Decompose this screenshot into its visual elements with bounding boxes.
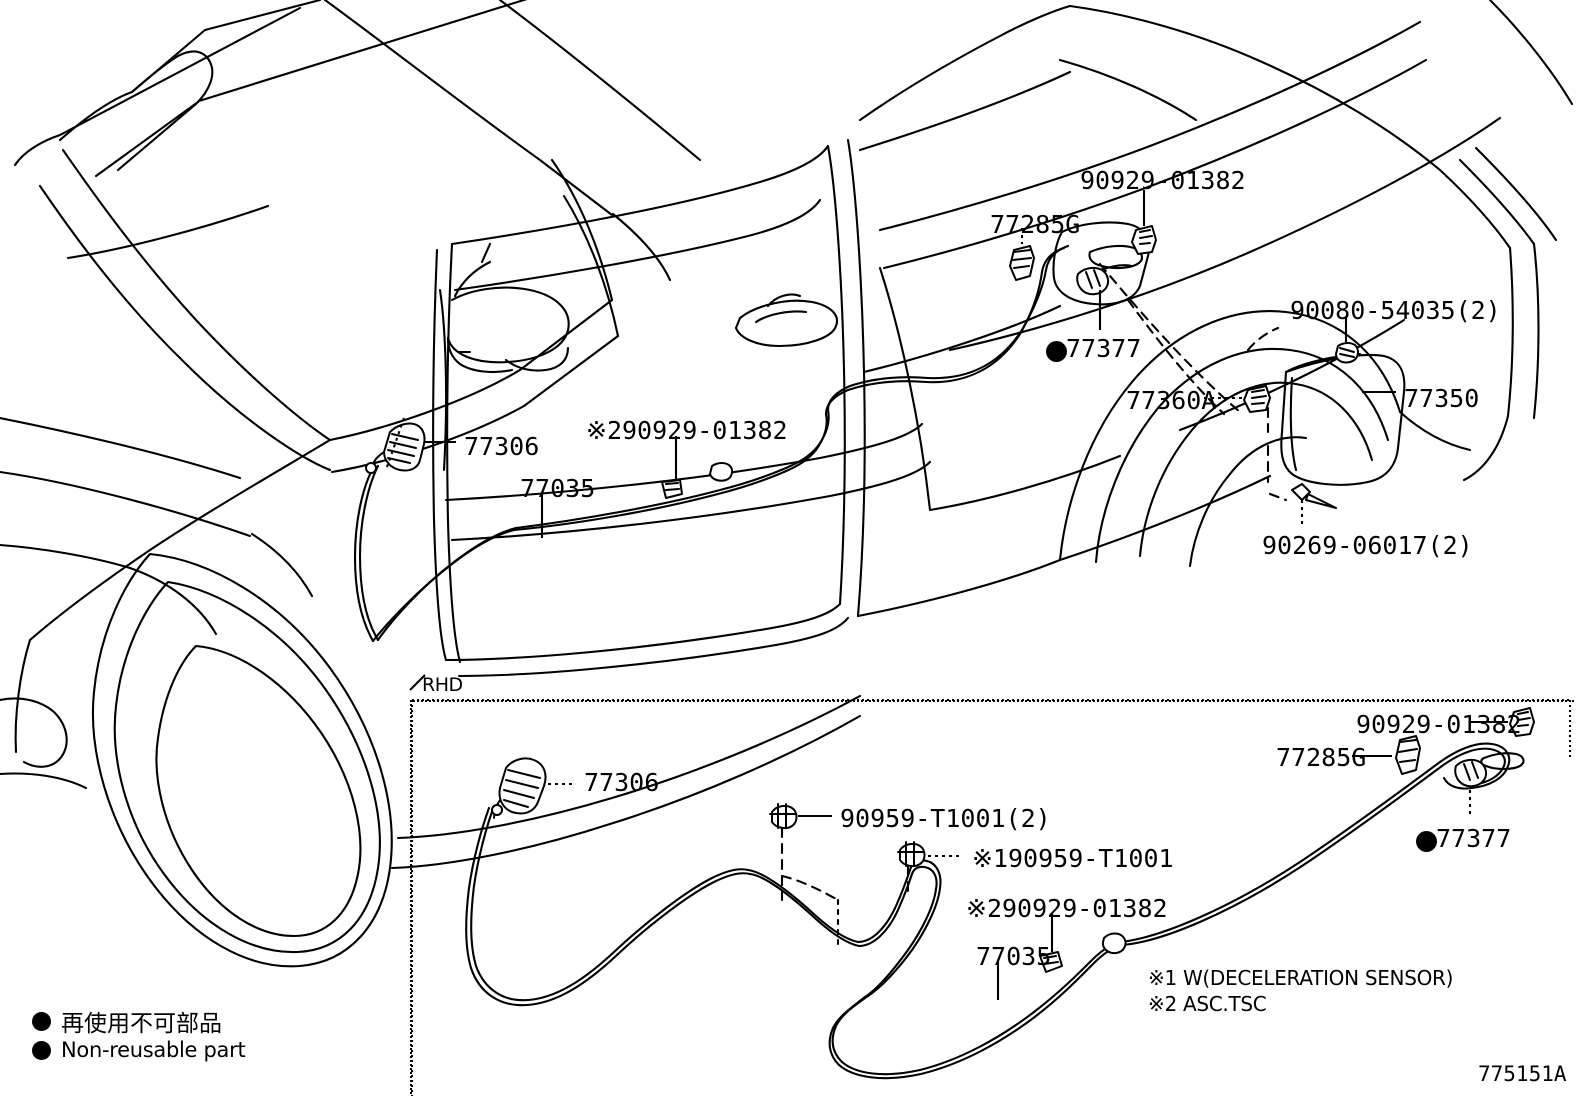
sheet-code: 775151A <box>1478 1062 1567 1086</box>
callout-77350: 77350 <box>1404 384 1480 413</box>
callout-77360A: 77360A <box>1126 386 1217 415</box>
callout-77035-lower: 77035 <box>976 942 1052 971</box>
callout-90269-06017: 90269-06017(2) <box>1262 531 1473 560</box>
non-reusable-dot-77377-lower <box>1416 831 1437 852</box>
footnote-2: ※2 ASC.TSC <box>1148 992 1267 1016</box>
callout-90080-54035: 90080-54035(2) <box>1290 296 1501 325</box>
callout-77306-lower: 77306 <box>584 768 660 797</box>
callout-77377-lower: 77377 <box>1436 824 1512 853</box>
rhd-section-label: RHD <box>422 674 463 696</box>
callout-90929-01382-upper: 90929-01382 <box>1080 166 1246 195</box>
footnote-1: ※1 W(DECELERATION SENSOR) <box>1148 966 1454 990</box>
legend-dot-jp <box>32 1011 51 1031</box>
legend-row-en: Non-reusable part <box>32 1038 246 1062</box>
callout-90929-01382-lower: 90929-01382 <box>1356 710 1522 739</box>
callout-77306-upper: 77306 <box>464 432 540 461</box>
callout-190959-T1001: ※190959-T1001 <box>972 844 1174 873</box>
callout-290929-01382-upper: ※290929-01382 <box>586 416 788 445</box>
callout-290929-01382-lower: ※290929-01382 <box>966 894 1168 923</box>
non-reusable-dot-77377-upper <box>1046 341 1067 362</box>
callout-77377-upper: 77377 <box>1066 334 1142 363</box>
callout-77285G-upper: 77285G <box>990 210 1081 239</box>
legend-row-jp: 再使用不可部品 <box>32 1004 222 1038</box>
legend-label-en: Non-reusable part <box>61 1038 246 1062</box>
legend-label-jp: 再使用不可部品 <box>61 1011 222 1037</box>
callout-77285G-lower: 77285G <box>1276 743 1367 772</box>
legend-dot-en <box>32 1040 51 1060</box>
callout-90959-T1001: 90959-T1001(2) <box>840 804 1051 833</box>
callout-77035-upper: 77035 <box>520 474 596 503</box>
